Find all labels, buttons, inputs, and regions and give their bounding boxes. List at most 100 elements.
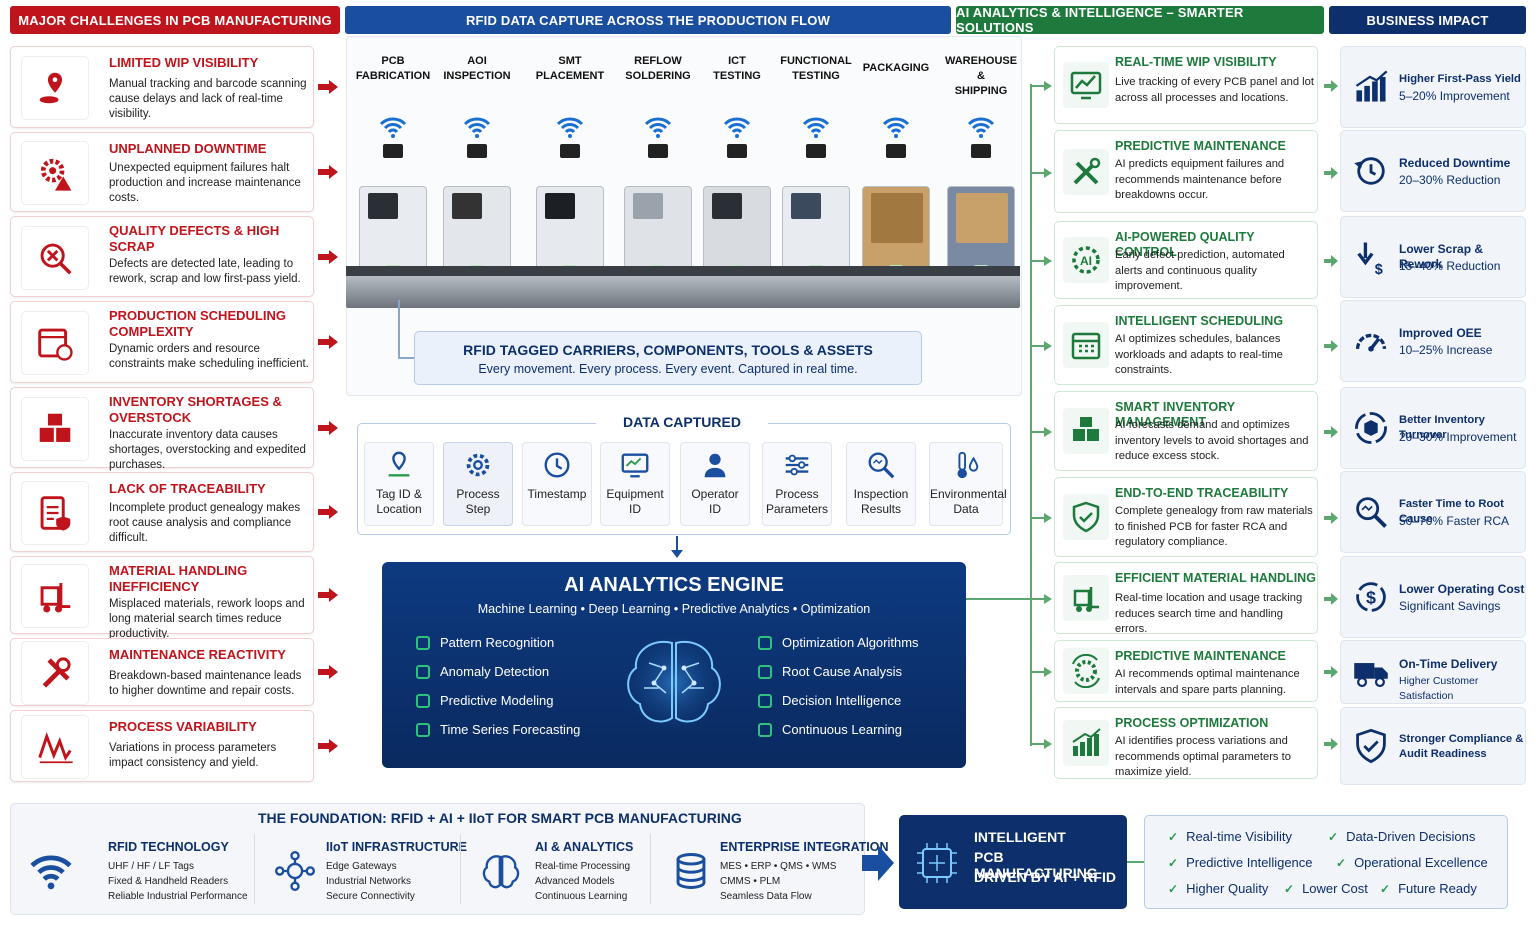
green-arrow-icon: [1032, 254, 1052, 266]
rfid-reader: [383, 144, 403, 158]
station-machine: [624, 186, 692, 278]
outcome-label: Operational Excellence: [1354, 855, 1488, 870]
solution-title: EFFICIENT MATERIAL HANDLING: [1115, 571, 1316, 585]
challenge-desc: Manual tracking and barcode scanning cau…: [109, 78, 307, 120]
impact-desc: 10–25% Increase: [1399, 343, 1493, 357]
rfid-reader: [727, 144, 747, 158]
impact-title: On-Time Delivery: [1399, 657, 1498, 671]
station-line1: ICT: [728, 55, 746, 67]
impact-title: Higher First-Pass Yield: [1399, 73, 1521, 85]
rfid-wifi-icon: [555, 112, 585, 142]
challenge-title: LACK OF TRACEABILITY: [109, 481, 266, 496]
rfid-reader: [806, 144, 826, 158]
foundation-item-line: Industrial Networks: [326, 876, 412, 887]
foundation-item-line: Seamless Data Flow: [720, 891, 812, 902]
capability-icon: [758, 722, 772, 737]
green-arrow-icon: [1032, 79, 1052, 91]
bar-growth-icon: [1349, 67, 1393, 107]
rfid-reader: [971, 144, 991, 158]
solution-title: AI-POWERED QUALITY CONTROL: [1115, 230, 1255, 259]
engine-subtitle: Machine Learning • Deep Learning • Predi…: [477, 602, 871, 616]
capability-label: Anomaly Detection: [440, 664, 550, 679]
foundation-item-title: RFID TECHNOLOGY: [108, 840, 229, 854]
brain-icon: [619, 628, 729, 738]
green-arrow-icon: [1324, 425, 1338, 438]
magnifier-icon: [847, 443, 915, 487]
capability-label: Predictive Modeling: [440, 693, 554, 708]
clock-refresh-icon: [1349, 151, 1393, 191]
capability-icon: [758, 664, 772, 679]
check-icon: ✓: [1168, 855, 1179, 870]
defect-search-icon: [21, 225, 89, 290]
foundation-item-line: Continuous Learning: [535, 891, 628, 902]
tools-icon: [1063, 148, 1109, 195]
foundation-item-line: Advanced Models: [535, 876, 615, 887]
solution-title: INTELLIGENT SCHEDULING: [1115, 314, 1284, 328]
engine-capability: Root Cause Analysis: [758, 664, 902, 679]
foundation-item-line: Real-time Processing: [535, 861, 631, 872]
station-machine: [359, 186, 427, 278]
solution-title: SMART INVENTORY MANAGEMENT: [1115, 400, 1235, 429]
outcome-label: Future Ready: [1398, 881, 1477, 896]
challenge-title: LIMITED WIP VISIBILITY: [109, 55, 259, 70]
machine-panel: [791, 193, 821, 219]
outcome-item: ✓Data-Driven Decisions: [1328, 829, 1475, 844]
data-item-line1: Equipment: [606, 487, 664, 501]
challenge-desc: Inaccurate inventory data causes shortag…: [109, 429, 306, 471]
green-arrow-icon: [1032, 592, 1052, 604]
check-icon: ✓: [1168, 829, 1179, 844]
wrench-icon: [21, 641, 89, 705]
foundation-item-title: ENTERPRISE INTEGRATION: [720, 840, 889, 854]
intelligent-line3: DRIVEN BY AI + RFID: [974, 869, 1116, 885]
capability-label: Pattern Recognition: [440, 635, 555, 650]
outcomes-connector: [1127, 861, 1145, 863]
foundation-item-line: Edge Gateways: [326, 861, 397, 872]
engine-capability: Pattern Recognition: [416, 635, 554, 650]
challenge-title: PROCESS VARIABILITY: [109, 719, 257, 734]
right-arrow-icon: [862, 845, 894, 881]
capability-icon: [416, 635, 430, 650]
chip-brain-icon: [917, 843, 957, 883]
foundation-item: ENTERPRISE INTEGRATION MES • ERP • QMS • …: [720, 840, 889, 904]
impact-desc: 20–30% Reduction: [1399, 173, 1501, 187]
solution-desc: AI identifies process variations and rec…: [1115, 735, 1291, 778]
impact-desc: 50–70% Faster RCA: [1399, 514, 1510, 528]
foundation-item-line: MES • ERP • QMS • WMS: [720, 861, 837, 872]
challenge-title: MATERIAL HANDLING INEFFICIENCY: [109, 563, 248, 594]
green-arrow-icon: [1032, 425, 1052, 437]
divider: [254, 834, 255, 904]
magnifier-icon: [1349, 492, 1393, 532]
challenge-title: QUALITY DEFECTS & HIGH SCRAP: [109, 223, 280, 254]
dollar-circle-icon: $: [1349, 577, 1393, 617]
outcome-label: Higher Quality: [1186, 881, 1269, 896]
station-line1: FUNCTIONAL: [780, 55, 852, 67]
challenge-desc: Dynamic orders and resource constraints …: [109, 343, 309, 370]
solution-desc: AI forecasts demand and optimizes invent…: [1115, 419, 1309, 462]
station-line2: TESTING: [713, 70, 761, 82]
station-line1: SMT: [558, 55, 582, 67]
right-arrow-icon: [318, 165, 338, 179]
green-arrow-icon: [1324, 665, 1338, 678]
green-arrow-icon: [1324, 592, 1338, 605]
capability-label: Root Cause Analysis: [782, 664, 902, 679]
check-icon: ✓: [1336, 855, 1347, 870]
capability-icon: [416, 664, 430, 679]
machine-panel: [545, 193, 575, 219]
station-label: PACKAGING: [855, 61, 937, 76]
rfid-wifi-icon: [966, 112, 996, 142]
engine-connector: [966, 598, 1030, 600]
data-captured-title: DATA CAPTURED: [596, 414, 768, 430]
solution-desc: Early defect prediction, automated alert…: [1115, 249, 1285, 292]
station-machine: [703, 186, 771, 278]
check-icon: ✓: [1328, 829, 1339, 844]
svg-text:AI: AI: [1080, 254, 1092, 268]
challenge-desc: Defects are detected late, leading to re…: [109, 258, 301, 285]
